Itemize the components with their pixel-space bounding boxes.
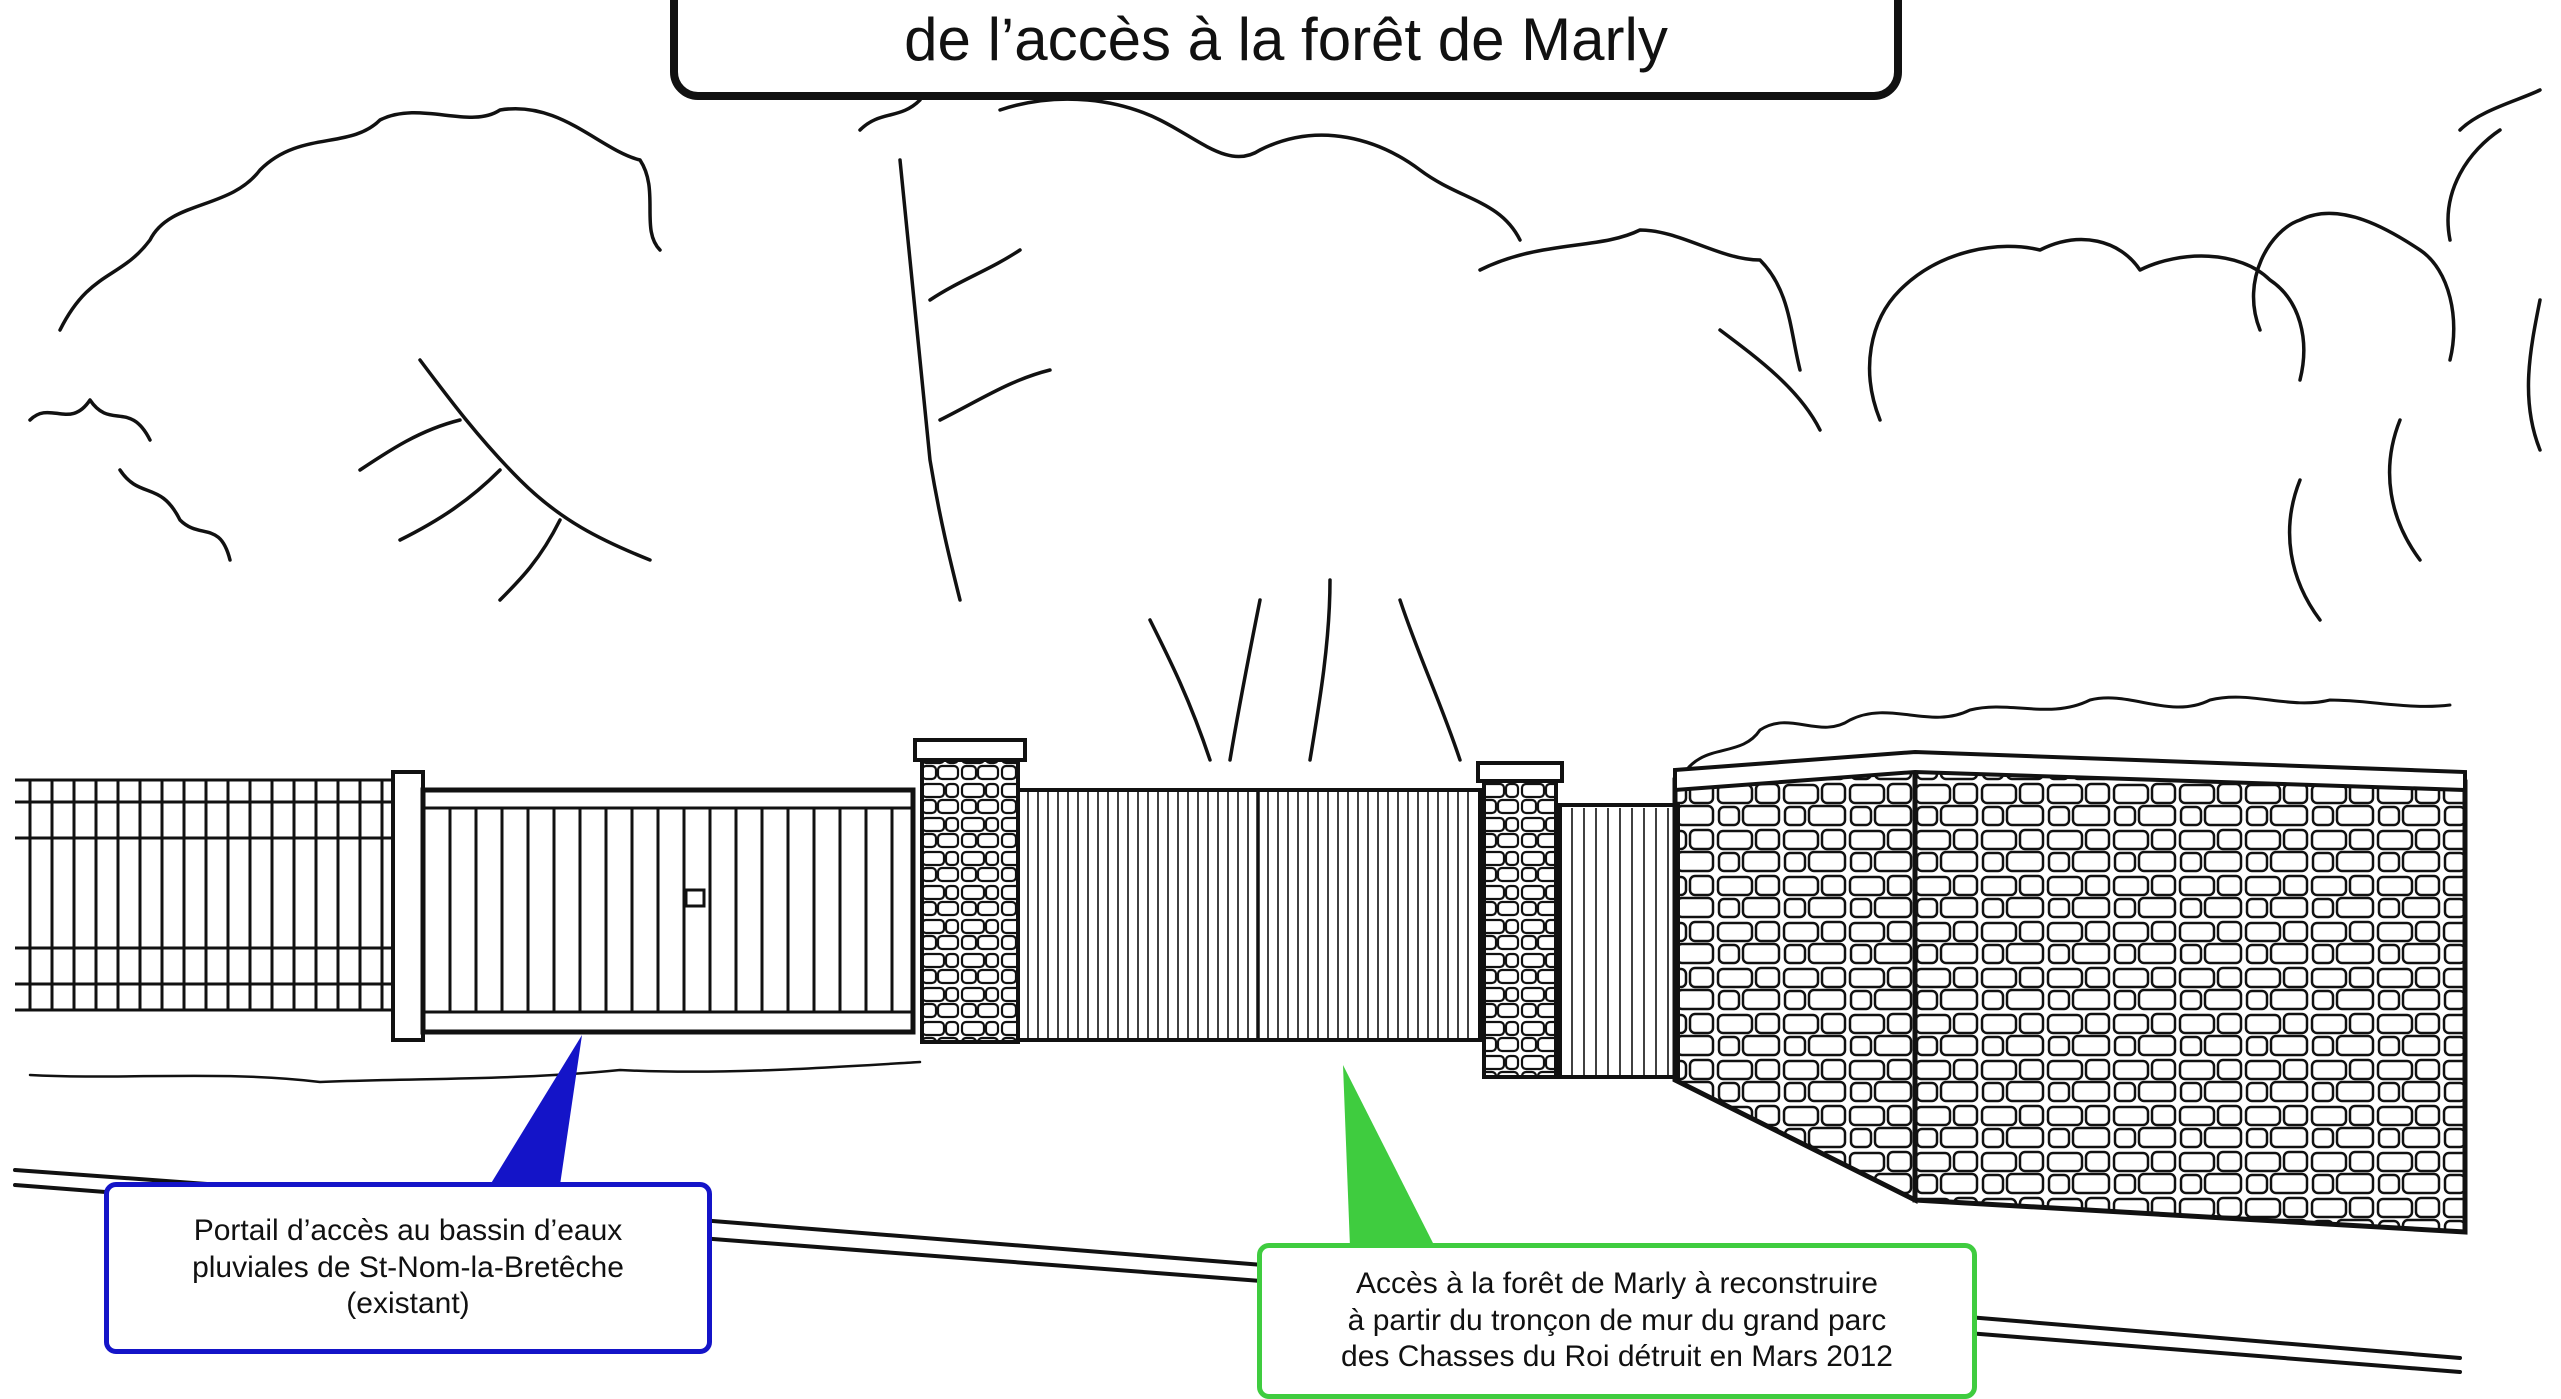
callout-line: Accès à la forêt de Marly à reconstruire xyxy=(1356,1267,1878,1301)
tree-right-canopy xyxy=(1867,237,2306,422)
callout-existing-gate-text: Portail d’accès au bassin d’eaux pluvial… xyxy=(192,1213,624,1323)
callout-line: Portail d’accès au bassin d’eaux xyxy=(193,1214,623,1248)
tree-left-foliage xyxy=(28,398,232,562)
callout-pointer-blue xyxy=(490,1035,582,1185)
tree-far-right xyxy=(2287,88,2542,622)
callout-line: pluviales de St-Nom-la-Bretêche xyxy=(192,1250,624,1284)
callout-forest-access-text: Accès à la forêt de Marly à reconstruire… xyxy=(1341,1266,1893,1376)
callout-existing-gate: Portail d’accès au bassin d’eaux pluvial… xyxy=(104,1182,712,1354)
left-stone-pillar xyxy=(913,738,1027,1044)
callout-forest-access: Accès à la forêt de Marly à reconstruire… xyxy=(1257,1243,1977,1399)
right-stone-pillar xyxy=(1476,761,1564,1079)
callout-pointer-green xyxy=(1343,1065,1435,1247)
left-metal-fence xyxy=(15,770,425,1042)
tree-sketches xyxy=(28,88,2542,762)
side-wooden-door xyxy=(1558,803,1680,1079)
page-title: de l’accès à la forêt de Marly xyxy=(904,6,1668,73)
existing-gate xyxy=(420,787,916,1035)
tree-center-canopy xyxy=(858,97,1522,242)
tree-left-canopy xyxy=(58,106,662,332)
tree-center-right-canopy xyxy=(1478,228,1822,432)
tree-center-trunk xyxy=(898,158,1052,602)
right-stone-wall xyxy=(1672,749,2468,1235)
callout-line: à partir du tronçon de mur du grand parc xyxy=(1347,1303,1887,1337)
new-wooden-gate xyxy=(1016,788,1482,1042)
tree-left-branches xyxy=(358,358,652,602)
title-box: de l’accès à la forêt de Marly xyxy=(670,0,1902,100)
grass-strip xyxy=(28,1060,922,1084)
hedge-outline xyxy=(1678,695,2452,782)
callout-line: des Chasses du Roi détruit en Mars 2012 xyxy=(1341,1340,1893,1374)
callout-line: (existant) xyxy=(346,1287,470,1321)
tree-center-right-branches xyxy=(1148,578,1462,762)
tree-right-canopy-2 xyxy=(2251,211,2456,362)
